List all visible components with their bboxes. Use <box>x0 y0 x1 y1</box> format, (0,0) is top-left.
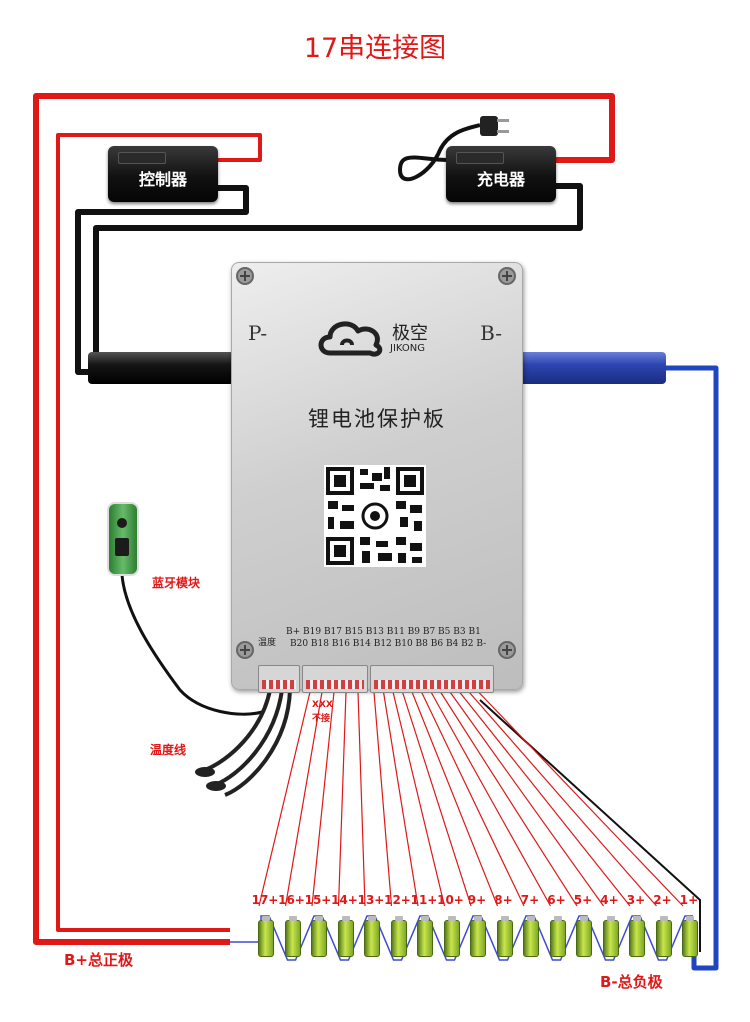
cell-terminal-label: 8+ <box>494 893 513 907</box>
balance-lead <box>449 691 604 907</box>
p-minus-cable <box>88 352 234 384</box>
qr-code-icon <box>324 465 426 567</box>
balance-leads <box>258 691 684 907</box>
battery-cell <box>284 916 301 957</box>
balance-lead <box>311 691 335 907</box>
battery-cell <box>364 916 380 957</box>
battery-cell <box>602 916 619 957</box>
battery-cell <box>470 916 486 957</box>
b-minus-cable <box>518 352 666 384</box>
bms-board: P- B- 极空 JIKONG 锂电池保护板 <box>231 262 523 690</box>
battery-cell <box>496 916 513 957</box>
balance-lead <box>468 691 657 907</box>
battery-cell <box>576 916 592 957</box>
pin-row-top: B+ B19 B17 B15 B13 B11 B9 B7 B5 B3 B1 <box>286 627 481 637</box>
cell-terminal-label: 5+ <box>573 893 593 907</box>
balance-lead <box>357 691 366 907</box>
balance-lead <box>459 691 631 907</box>
balance-lead <box>258 691 311 907</box>
diagram-title: 17串连接图 <box>303 33 447 64</box>
cell-terminal-label: 16+ <box>278 893 305 907</box>
balance-lead <box>382 691 419 907</box>
battery-cell <box>629 916 645 957</box>
temp-wire-1 <box>204 689 272 772</box>
screw-icon <box>236 641 254 659</box>
balance-lead <box>420 691 525 907</box>
cell-terminal-label: 1+ <box>679 893 699 907</box>
total-negative-label: B-总负极 <box>600 973 663 991</box>
temp-connector <box>258 665 300 693</box>
cell-terminal-label: 7+ <box>520 893 540 907</box>
cell-terminal-label: 4+ <box>600 893 619 907</box>
controller-negative-wire <box>75 185 249 375</box>
balance-lead <box>401 691 472 907</box>
balance-lead <box>478 691 684 907</box>
b-minus-sense-wire <box>479 699 701 952</box>
pin-row-bottom: B20 B18 B16 B14 B12 B10 B8 B6 B4 B2 B- <box>290 639 487 649</box>
cell-terminal-label: 17+ <box>251 893 279 907</box>
product-name: 锂电池保护板 <box>308 407 446 431</box>
bluetooth-module <box>107 502 139 576</box>
temp-wire-2 <box>214 689 284 787</box>
balance-lead <box>392 691 446 907</box>
power-plug-icon <box>480 116 509 136</box>
cell-terminal-label: 15+ <box>304 893 332 907</box>
cell-terminal-label: 12+ <box>384 893 411 907</box>
battery-cell <box>549 916 566 957</box>
cell-terminal-label: 3+ <box>626 893 646 907</box>
screw-icon <box>498 641 516 659</box>
balance-connector-upper <box>302 665 368 693</box>
battery-cell <box>417 916 433 957</box>
controller-positive-wire <box>56 133 262 932</box>
screw-icon <box>498 267 516 285</box>
charger-negative-wire <box>93 183 583 372</box>
charger-label: 充电器 <box>476 170 525 189</box>
battery-cell <box>523 916 539 957</box>
balance-lead <box>439 691 578 907</box>
controller-device: 控制器 <box>108 146 218 202</box>
balance-lead <box>411 691 499 907</box>
brand-cn: 极空 <box>392 323 428 344</box>
xxx-mark: XXX <box>312 700 333 710</box>
battery-cell <box>443 916 460 957</box>
balance-lead <box>337 691 347 907</box>
charger-positive-wire <box>550 132 615 163</box>
battery-cell <box>258 916 274 957</box>
cell-terminal-label: 11+ <box>410 893 438 907</box>
balance-lead <box>430 691 552 907</box>
charger-cord <box>397 123 481 182</box>
cell-terminal-label: 10+ <box>437 893 464 907</box>
screw-icon <box>236 267 254 285</box>
battery-cell <box>682 916 698 957</box>
cell-terminal-label: 9+ <box>467 893 487 907</box>
balance-lead <box>284 691 323 907</box>
negative-main-wire <box>664 365 719 971</box>
battery-cell <box>655 916 672 957</box>
b-minus-label: B- <box>480 321 502 345</box>
balance-lead <box>373 691 393 907</box>
bluetooth-label: 蓝牙模块 <box>152 576 201 590</box>
battery-cell <box>311 916 327 957</box>
cell-terminal-label: 14+ <box>331 893 358 907</box>
controller-label: 控制器 <box>138 170 187 189</box>
total-positive-label: B+总正极 <box>64 951 134 969</box>
positive-outer-wire <box>33 93 615 945</box>
cell-terminal-label: 13+ <box>357 893 385 907</box>
cell-terminal-label: 2+ <box>653 893 672 907</box>
p-minus-label: P- <box>248 321 268 345</box>
brand-en: JIKONG <box>390 343 426 354</box>
temp-wire-3 <box>224 689 292 797</box>
bluetooth-cable <box>120 574 263 716</box>
temp-pin-label: 温度 <box>258 638 277 648</box>
battery-cell <box>390 916 407 957</box>
cloud-logo-icon <box>318 321 383 357</box>
charger-device: 充电器 <box>446 146 556 202</box>
balance-connector-lower <box>370 665 494 693</box>
temp-wire-label: 温度线 <box>150 743 187 757</box>
battery-cell <box>337 916 354 957</box>
not-connected-label: 不接 <box>312 714 331 724</box>
cell-terminal-label: 6+ <box>547 893 566 907</box>
